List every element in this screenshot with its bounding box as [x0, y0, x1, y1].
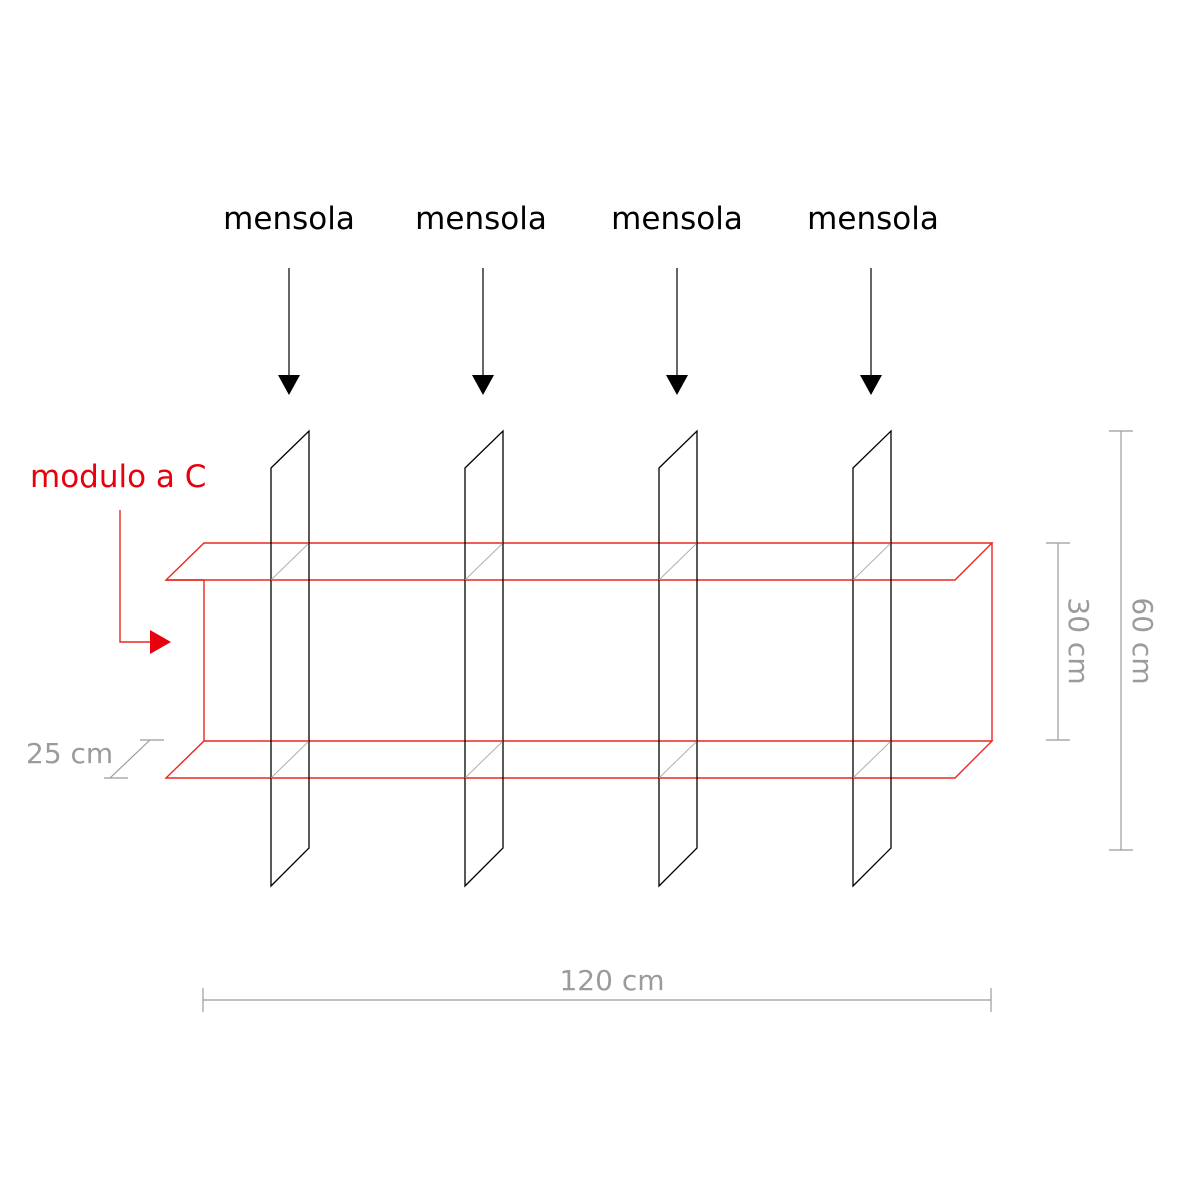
- shelf-arrow-1: [278, 268, 300, 395]
- shelf-intersection-edge: [464, 740, 504, 779]
- shelves: [270, 429, 892, 888]
- shelf-panel-1: [270, 429, 310, 888]
- inner-height-dimension: [1046, 542, 1070, 741]
- c-module-bottom-board: [164, 740, 994, 779]
- total-height-label: 60 cm: [1126, 597, 1159, 684]
- module-label: modulo a C: [30, 459, 206, 495]
- shelf-intersection-edge: [852, 740, 892, 779]
- shelf-panel-4: [852, 429, 892, 888]
- depth-label: 25 cm: [26, 737, 113, 770]
- inner-height-label: 30 cm: [1062, 597, 1095, 684]
- shelf-intersection-edge: [270, 542, 310, 581]
- shelf-intersection-edge: [658, 740, 698, 779]
- shelf-arrow-3: [666, 268, 688, 395]
- shelf-panel-3: [658, 429, 698, 888]
- shelf-label-4: mensola: [807, 201, 939, 237]
- shelf-arrow-4: [860, 268, 882, 395]
- shelf-panel-outline: [658, 429, 698, 888]
- shelf-intersection-edge: [658, 542, 698, 581]
- shelf-panel-outline: [852, 429, 892, 888]
- depth-dimension: [104, 739, 164, 779]
- shelf-intersection-edge: [464, 542, 504, 581]
- module-arrow: [119, 510, 171, 654]
- shelf-label-1: mensola: [223, 201, 355, 237]
- c-module: [164, 542, 994, 779]
- shelf-panel-outline: [464, 429, 504, 888]
- shelf-arrows: [278, 268, 882, 395]
- width-dimension: [202, 988, 992, 1012]
- total-height-dimension: [1109, 430, 1133, 851]
- c-module-top-board: [164, 542, 994, 581]
- shelf-label-3: mensola: [611, 201, 743, 237]
- shelf-intersection-edge: [852, 542, 892, 581]
- shelf-panel-2: [464, 429, 504, 888]
- shelf-intersection-edge: [270, 740, 310, 779]
- shelf-arrow-2: [472, 268, 494, 395]
- shelf-panel-outline: [270, 429, 310, 888]
- shelf-label-2: mensola: [415, 201, 547, 237]
- width-label: 120 cm: [559, 964, 664, 997]
